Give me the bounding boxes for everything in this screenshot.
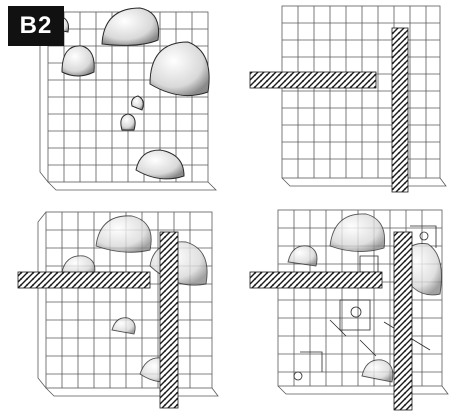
vertical-bar-bottom-left [160, 232, 178, 408]
domes-bottom-right [288, 214, 442, 382]
vertical-bar-top-right [392, 28, 408, 192]
horizontal-bar-bottom-right [250, 272, 382, 288]
vertical-bar-bottom-right [394, 232, 412, 410]
panel-bottom-right [250, 210, 448, 410]
grid-top-right [282, 6, 446, 186]
domes-bottom-left [62, 216, 207, 382]
panel-top-right [250, 6, 446, 192]
figure-label-badge: B2 [8, 6, 64, 46]
horizontal-bar-bottom-left [18, 272, 150, 288]
horizontal-bar-top-right [250, 72, 376, 88]
panel-top-left [40, 8, 216, 190]
panel-bottom-left [18, 212, 218, 408]
